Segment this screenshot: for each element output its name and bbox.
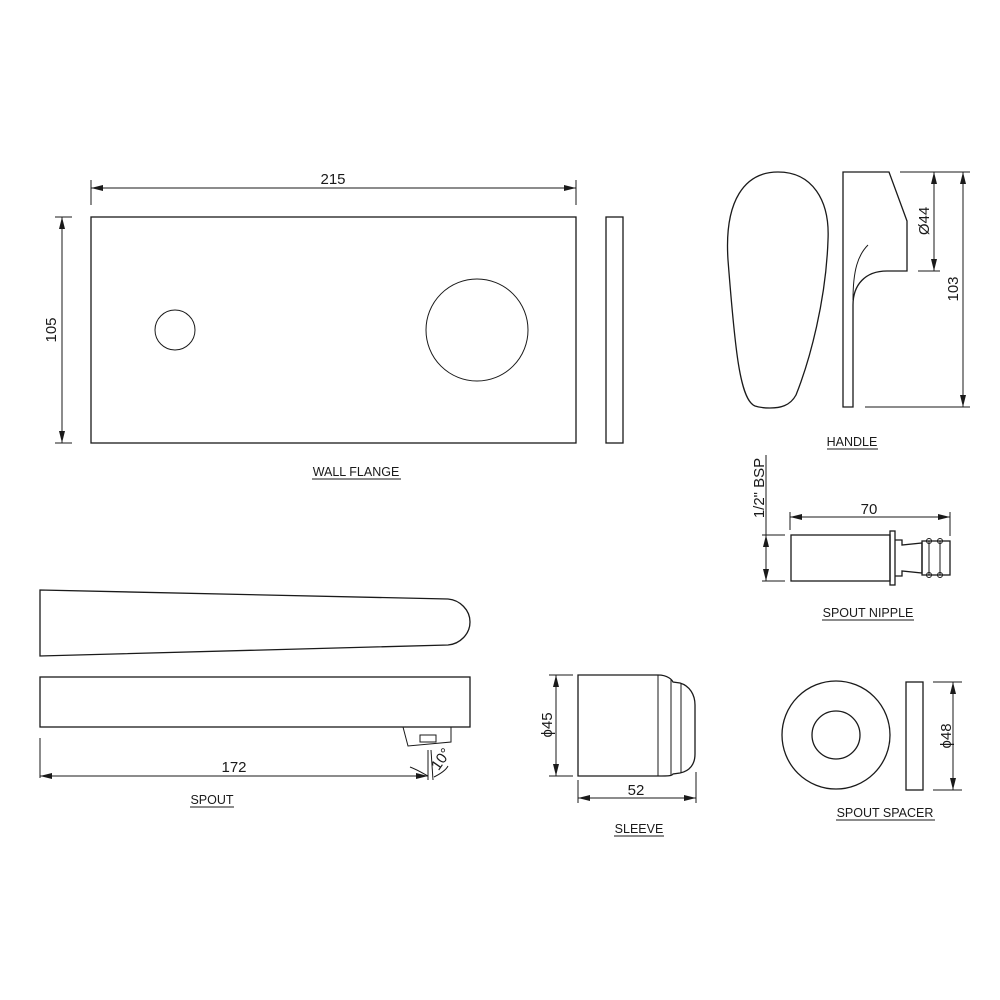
spout-spacer-outer-ring	[781, 680, 891, 790]
wall-flange-group: 215 105 WALL FLANGE	[43, 171, 624, 480]
sleeve-side-view	[577, 674, 696, 777]
sleeve-group: ϕ45 52 SLEEVE	[539, 674, 697, 837]
spout-label: SPOUT	[190, 793, 233, 807]
sleeve-label: SLEEVE	[615, 822, 664, 836]
handle-front-view	[726, 171, 829, 409]
handle-side-view	[842, 171, 908, 408]
spout-nipple-body	[790, 534, 891, 582]
handle-diameter-value: Ø44	[916, 207, 933, 235]
wall-flange-small-hole	[154, 309, 196, 351]
sleeve-diameter-value: ϕ45	[539, 712, 556, 737]
spout-spacer-group: ϕ48 SPOUT SPACER	[781, 680, 962, 821]
wall-flange-height-value: 105	[43, 317, 60, 342]
spout-side-view	[39, 676, 471, 728]
spout-spacer-label: SPOUT SPACER	[837, 806, 934, 820]
wall-flange-front-view	[90, 216, 577, 444]
wall-flange-side-view	[605, 216, 624, 444]
spout-nipple-group: 70 1/2" BSP SPOUT NIPPLE	[751, 455, 951, 621]
spout-nipple-thread-value: 1/2" BSP	[751, 458, 768, 518]
spout-spacer-diameter-value: ϕ48	[938, 723, 955, 748]
spout-aerator	[402, 726, 452, 747]
handle-height-value: 103	[945, 276, 962, 301]
wall-flange-label: WALL FLANGE	[313, 465, 400, 479]
spout-spacer-inner-hole	[811, 710, 861, 760]
handle-label: HANDLE	[827, 435, 878, 449]
wall-flange-large-hole	[425, 278, 529, 382]
handle-group: Ø44 103 HANDLE	[726, 171, 970, 450]
wall-flange-width-value: 215	[320, 171, 345, 188]
spout-nipple-length-value: 70	[861, 501, 878, 518]
spout-top-view	[39, 589, 471, 657]
sleeve-length-value: 52	[628, 782, 645, 799]
spout-group: 172 10° SPOUT	[39, 589, 471, 808]
spout-nipple-label: SPOUT NIPPLE	[823, 606, 914, 620]
spout-spacer-side-view	[905, 681, 924, 791]
spout-length-value: 172	[221, 759, 246, 776]
spout-nipple-o-ring-section	[921, 540, 951, 576]
